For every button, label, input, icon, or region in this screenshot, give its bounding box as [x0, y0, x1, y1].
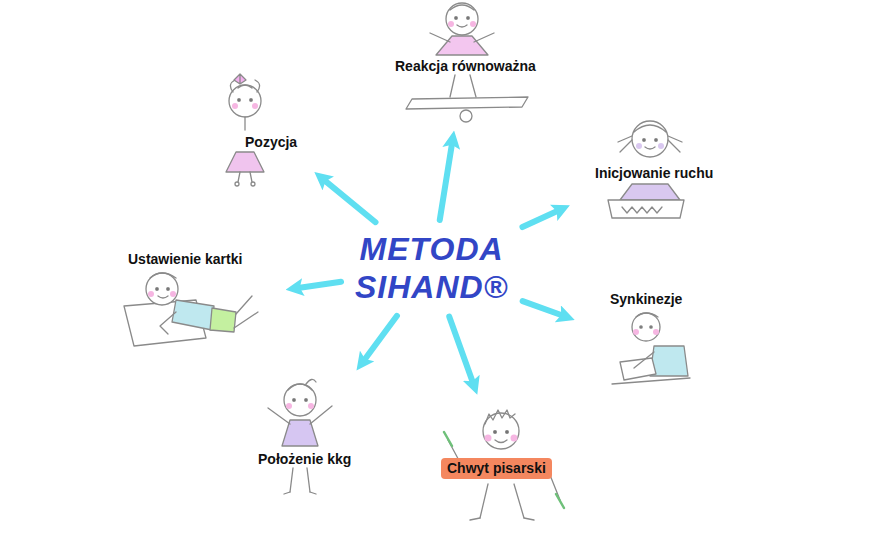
skill-area: Reakcja równoważna — [370, 0, 560, 125]
skill-label: Synkinezje — [610, 291, 682, 308]
radial-arrow — [365, 316, 397, 359]
skill-area: Położenie kkg — [250, 375, 360, 505]
radial-arrow — [440, 145, 452, 220]
method-title: METODA SIHAND® — [347, 226, 517, 311]
skill-label: Położenie kkg — [258, 451, 351, 468]
skill-area: Pozycja — [210, 70, 310, 185]
radial-arrow — [300, 282, 341, 288]
skill-area: Chwyt pisarski — [440, 400, 565, 530]
radial-arrow — [325, 181, 375, 222]
method-name: METODA SIHAND® — [347, 226, 516, 311]
lying-boy — [124, 273, 258, 346]
writing-boy — [612, 313, 690, 384]
position-girl — [226, 74, 264, 186]
skill-label: Pozycja — [245, 134, 297, 151]
radial-arrow — [522, 211, 556, 227]
skill-area: Ustawienie kartki — [115, 245, 280, 360]
skill-label: Inicjowanie ruchu — [595, 165, 713, 182]
radial-arrow — [449, 317, 472, 382]
skill-label: Reakcja równoważna — [395, 58, 536, 75]
skill-area: Synkinezje — [580, 285, 695, 400]
skill-label: Ustawienie kartki — [128, 251, 242, 268]
skill-label: Chwyt pisarski — [441, 458, 552, 479]
radial-arrow — [523, 301, 562, 315]
skill-area: Inicjowanie ruchu — [575, 110, 730, 225]
arms-up-girl — [268, 379, 332, 494]
